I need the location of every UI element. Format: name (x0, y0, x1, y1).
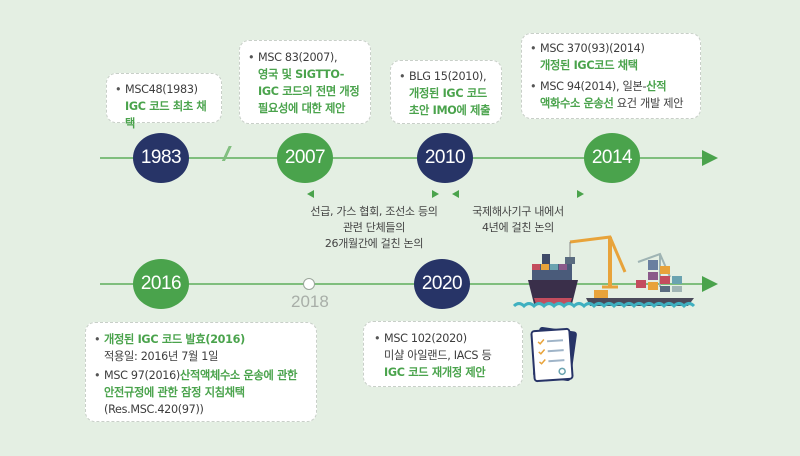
card-highlight: IGC 코드 최초 채택 (125, 100, 207, 130)
card-bullet: MSC 370(93)(2014) 개정된 IGC코드 채택 (530, 40, 692, 74)
card-highlight: 개정된 IGC 코드 발효(2016) (104, 333, 245, 346)
card-text: BLG 15(2010), (409, 70, 487, 83)
card-text: MSC 94(2014), 일본- (540, 80, 647, 93)
note-text: 선급, 가스 협회, 조선소 등의 (310, 205, 438, 218)
card-text: MSC 370(93)(2014) (540, 42, 645, 55)
card-highlight: 개정된 IGC코드 채택 (540, 59, 638, 72)
card-bullet: MSC48(1983) IGC 코드 최초 채택 (115, 81, 213, 132)
cargo-barge-icon (586, 260, 694, 306)
card-2020: MSC 102(2020) 미샬 아일랜드, IACS 등 IGC 코드 재개정… (363, 321, 523, 387)
note-text: 국제해사기구 내에서 (472, 205, 564, 218)
card-2010: BLG 15(2010), 개정된 IGC 코드 초안 IMO에 제출 (390, 60, 502, 124)
bottom-timeline-arrow-icon (702, 276, 718, 292)
card-bullet: MSC 94(2014), 일본-산적 액화수소 운송선 요건 개발 제안 (530, 78, 692, 112)
document-checklist-icon (530, 326, 577, 383)
node-year: 2010 (424, 147, 466, 168)
node-year: 1983 (140, 147, 182, 168)
node-year: 2014 (591, 147, 633, 168)
range-start-arrow-icon (452, 190, 459, 198)
card-text: MSC 97(2016) (104, 369, 180, 382)
minor-node-2018-label: 2018 (291, 292, 329, 311)
minor-node-2018-marker (303, 278, 315, 290)
note-text: 4년에 걸친 논의 (481, 221, 554, 234)
node-2016: 2016 (133, 259, 189, 309)
range-start-arrow-icon (307, 190, 314, 198)
card-2007: MSC 83(2007), 영국 및 SIGTTO- IGC 코드의 전면 개정… (239, 40, 371, 124)
discussion-note-right: 국제해사기구 내에서 4년에 걸친 논의 (456, 204, 580, 236)
node-2014: 2014 (584, 133, 640, 183)
card-highlight: 필요성에 대한 제안 (258, 102, 346, 115)
card-highlight: 액화수소 운송선 (540, 97, 614, 110)
node-2010: 2010 (417, 133, 473, 183)
water-waves (512, 302, 696, 309)
top-timeline-line (100, 157, 705, 159)
ship-port-illustration (512, 235, 696, 309)
card-bullet: 개정된 IGC 코드 발효(2016) 적용일: 2016년 7월 1일 (94, 331, 308, 365)
card-text: 적용일: 2016년 7월 1일 (104, 350, 219, 363)
card-text: MSC 102(2020) (384, 332, 467, 345)
card-bullet: MSC 102(2020) 미샬 아일랜드, IACS 등 IGC 코드 재개정… (374, 330, 512, 381)
card-bullet: MSC 97(2016)산적액체수소 운송에 관한 안전규정에 관한 잠정 지침… (94, 367, 308, 418)
range-end-arrow-icon (432, 190, 439, 198)
bottom-timeline-line (100, 283, 705, 285)
card-highlight: IGC 코드 재개정 제안 (384, 366, 486, 379)
node-year: 2020 (421, 273, 463, 294)
container-ship-icon (528, 254, 578, 304)
node-2007: 2007 (277, 133, 333, 183)
node-2020: 2020 (414, 259, 470, 309)
card-bullet: MSC 83(2007), 영국 및 SIGTTO- IGC 코드의 전면 개정… (248, 49, 362, 117)
card-text: (Res.MSC.420(97)) (104, 403, 204, 416)
node-year: 2007 (284, 147, 326, 168)
card-text: 미샬 아일랜드, IACS 등 (384, 349, 492, 362)
card-text: MSC48(1983) (125, 83, 198, 96)
card-text: 요건 개발 제안 (613, 97, 684, 110)
node-year: 2016 (140, 273, 182, 294)
card-1983: MSC48(1983) IGC 코드 최초 채택 (106, 73, 222, 130)
card-text: MSC 83(2007), (258, 51, 338, 64)
card-2014: MSC 370(93)(2014) 개정된 IGC코드 채택 MSC 94(20… (521, 33, 701, 119)
note-text: 관련 단체들의 (342, 221, 406, 234)
card-highlight: 영국 및 SIGTTO- (258, 68, 345, 81)
card-highlight: 개정된 IGC 코드 (409, 87, 487, 100)
card-highlight: 산적 (646, 80, 667, 93)
range-end-arrow-icon (577, 190, 584, 198)
discussion-note-left: 선급, 가스 협회, 조선소 등의 관련 단체들의 26개월간에 걸친 논의 (296, 204, 452, 252)
note-text: 26개월간에 걸친 논의 (324, 237, 424, 250)
card-highlight: 산적액체수소 운송에 관한 (179, 369, 298, 382)
card-bullet: BLG 15(2010), 개정된 IGC 코드 초안 IMO에 제출 (399, 68, 493, 119)
card-2016: 개정된 IGC 코드 발효(2016) 적용일: 2016년 7월 1일 MSC… (85, 322, 317, 422)
node-1983: 1983 (133, 133, 189, 183)
timeline-break-mark: // (223, 144, 230, 166)
card-highlight: 안전규정에 관한 잠정 지침채택 (104, 386, 245, 399)
card-highlight: IGC 코드의 전면 개정 (258, 85, 360, 98)
top-timeline-arrow-icon (702, 150, 718, 166)
card-highlight: 초안 IMO에 제출 (409, 104, 491, 117)
